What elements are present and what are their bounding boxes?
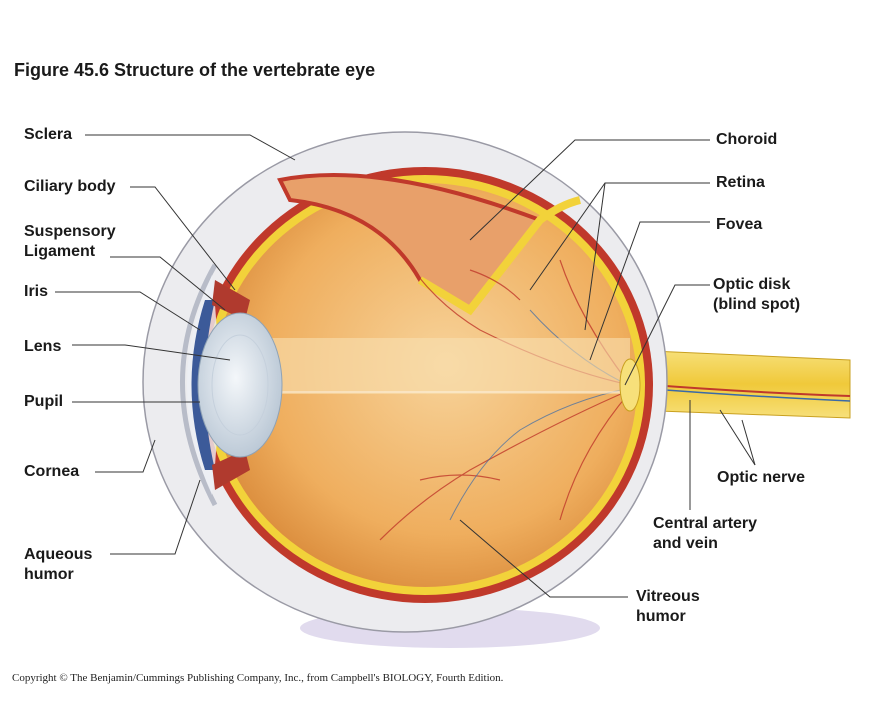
lens-shape <box>197 312 283 458</box>
leader-retina-2 <box>584 182 606 331</box>
label-optic-nerve: Optic nerve <box>717 469 806 486</box>
label-vitreous-1: Vitreous <box>636 588 700 605</box>
leader-ciliary <box>130 186 236 291</box>
label-choroid: Choroid <box>716 131 778 148</box>
leader-cornea <box>95 439 156 473</box>
leader-optic-nerve <box>741 419 756 466</box>
label-sclera: Sclera <box>24 126 73 143</box>
leader-sclera <box>85 134 296 161</box>
label-retina: Retina <box>716 174 765 191</box>
label-aqueous-1: Aqueous <box>24 546 93 563</box>
label-suspensory-2: Ligament <box>24 243 96 260</box>
leader-optic-nerve-2 <box>719 409 756 466</box>
label-cornea: Cornea <box>24 463 80 480</box>
label-suspensory-1: Suspensory <box>24 223 116 240</box>
leader-lines <box>55 134 756 598</box>
label-ciliary-body: Ciliary body <box>24 178 116 195</box>
cutaway-retina-edge <box>417 196 582 316</box>
copyright-text: Copyright © The Benjamin/Cummings Publis… <box>12 672 504 684</box>
ciliary-body-lower <box>212 450 250 490</box>
label-aqueous-2: humor <box>24 566 74 583</box>
lens-ring <box>211 334 269 436</box>
leader-iris <box>55 291 201 331</box>
label-central-2: and vein <box>653 535 718 552</box>
leader-aqueous <box>110 479 201 555</box>
leader-vitreous <box>459 519 628 598</box>
leader-fovea <box>589 221 710 361</box>
cornea-shape <box>180 263 218 507</box>
leader-optic-disk <box>624 284 710 386</box>
optical-axis-band <box>235 338 630 394</box>
label-lens: Lens <box>24 338 62 355</box>
ciliary-body-shape <box>212 280 250 320</box>
leader-suspensory <box>110 256 226 311</box>
label-optic-disk-2: (blind spot) <box>713 296 801 313</box>
label-central-1: Central artery <box>653 515 758 532</box>
label-vitreous-2: humor <box>636 608 686 625</box>
optic-disk-shape <box>619 358 641 412</box>
leader-lens <box>72 344 231 361</box>
label-pupil: Pupil <box>24 393 64 410</box>
figure-title: Figure 45.6 Structure of the vertebrate … <box>14 60 376 80</box>
leader-choroid <box>469 139 710 241</box>
label-fovea: Fovea <box>716 216 763 233</box>
label-iris: Iris <box>24 283 49 300</box>
label-optic-disk-1: Optic disk <box>713 276 791 293</box>
